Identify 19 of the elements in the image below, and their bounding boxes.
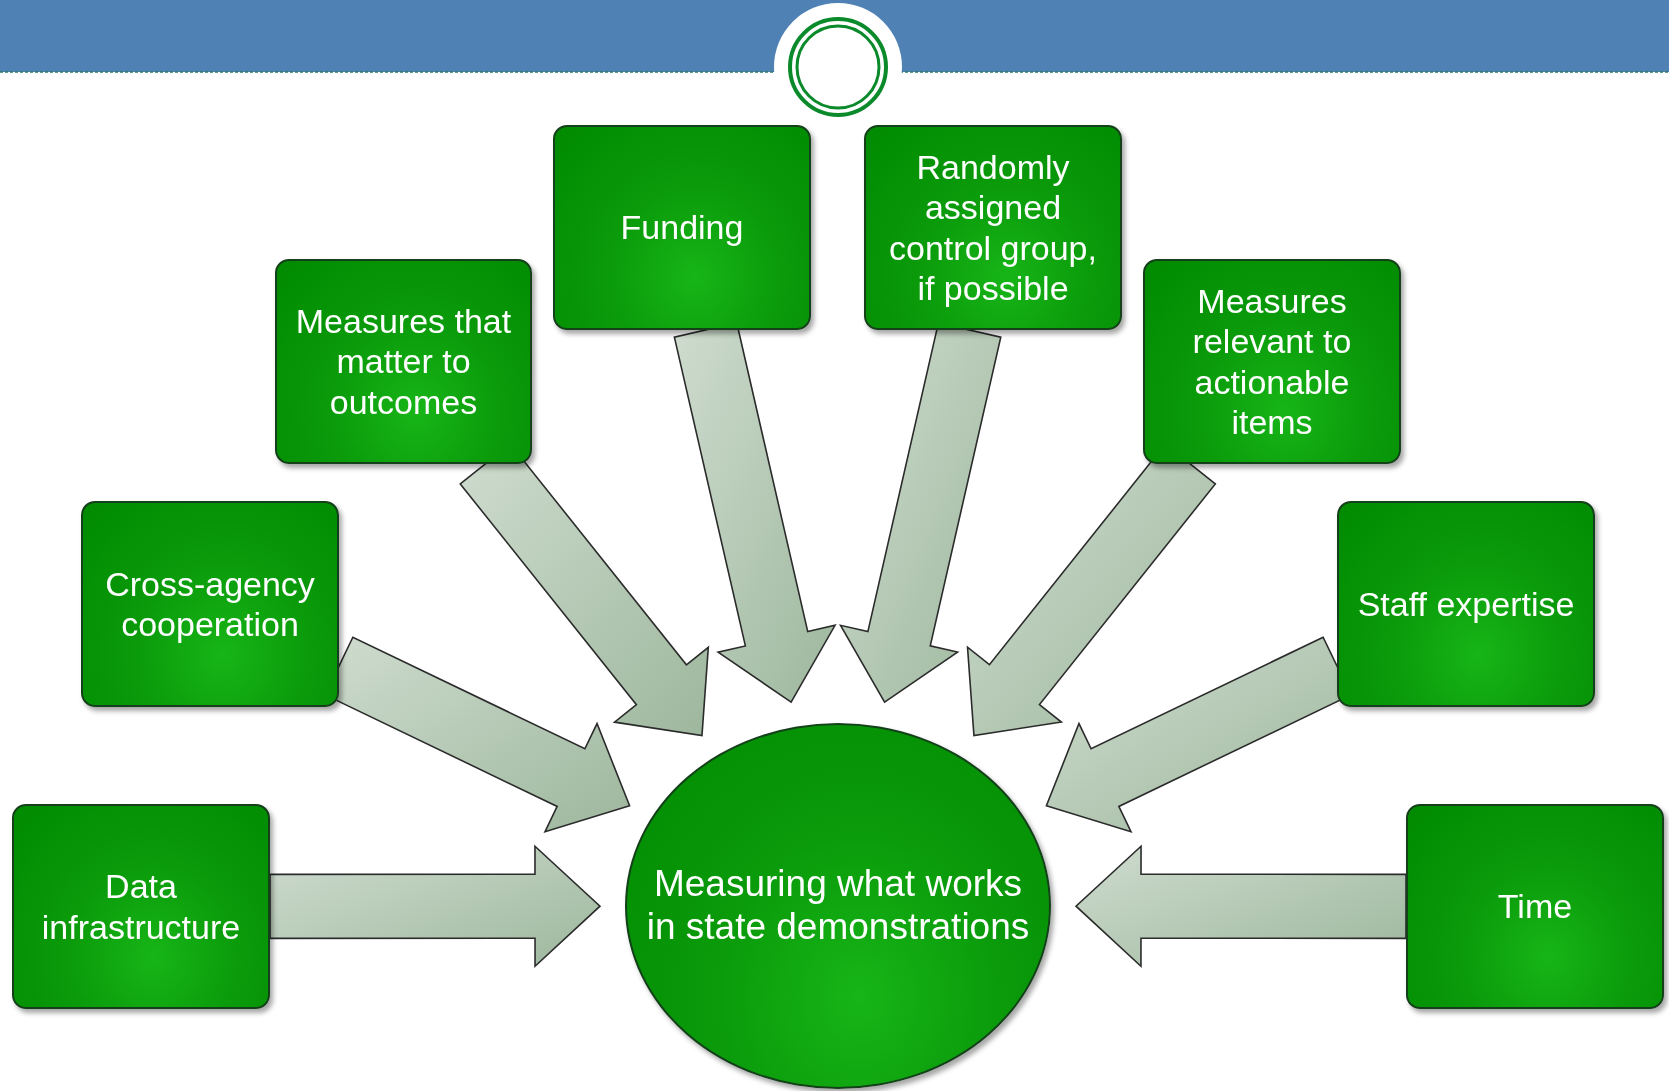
- factor-box: [12, 804, 270, 1009]
- block-arrow: [1074, 844, 1407, 969]
- factor-box: [81, 501, 339, 707]
- factor-box: [1337, 501, 1595, 707]
- node-label: Data infrastructure: [40, 866, 242, 947]
- node-label: Time: [1497, 886, 1573, 927]
- block-arrow: [269, 844, 602, 969]
- node-label: Measuring what works in state demonstrations: [645, 863, 1031, 949]
- factor-box: [1143, 259, 1401, 464]
- factor-box: [864, 125, 1122, 330]
- factor-box: [275, 259, 532, 464]
- node-label: Randomly assigned control group, if possible: [888, 147, 1098, 308]
- node-label: Measures relevant to actionable items: [1191, 281, 1353, 442]
- node-label: Staff expertise: [1357, 583, 1575, 625]
- node-label: Measures that matter to outcomes: [294, 301, 513, 422]
- node-label: Funding: [620, 207, 744, 248]
- factor-box: [1406, 804, 1664, 1009]
- node-label: Cross-agency cooperation: [104, 563, 316, 645]
- factor-box: [553, 125, 811, 330]
